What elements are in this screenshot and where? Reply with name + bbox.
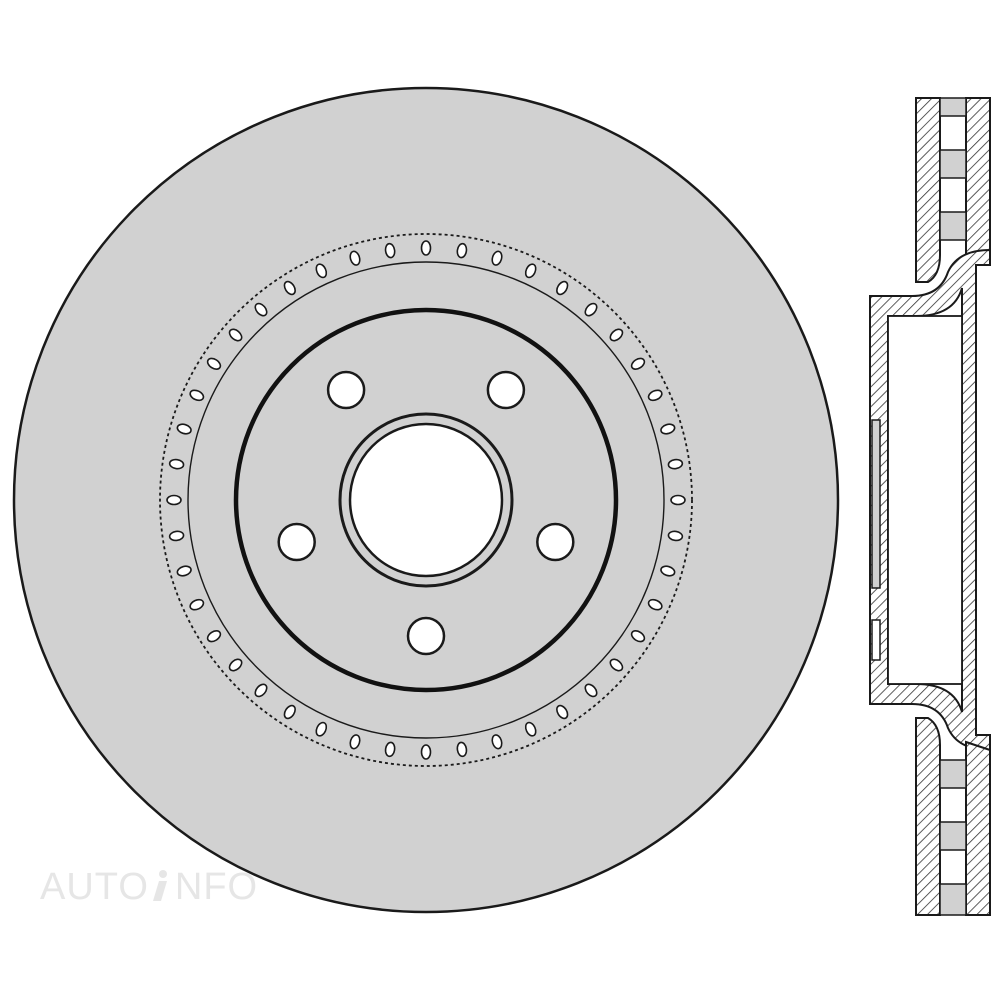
bolt-hole <box>536 522 575 562</box>
vent-notch <box>491 250 503 266</box>
vent-notch <box>189 598 205 611</box>
section-vane <box>939 821 967 851</box>
section-hub-step <box>871 619 881 661</box>
vent-notch <box>349 250 361 266</box>
vent-notch <box>584 683 598 698</box>
vent-ring-outer <box>159 233 693 767</box>
vent-notch <box>166 494 182 506</box>
center-bore-ring <box>338 412 514 588</box>
vent-notch <box>609 328 624 342</box>
vent-notch <box>228 658 243 672</box>
bolt-hole <box>277 522 316 562</box>
vent-notch <box>283 280 296 296</box>
vent-notch <box>206 357 222 370</box>
bolt-hole <box>486 370 526 410</box>
section-vane <box>939 97 967 117</box>
vent-notch <box>189 389 205 402</box>
bolt-hole <box>406 616 446 656</box>
vent-notch <box>168 458 185 470</box>
vent-notch <box>630 357 646 370</box>
vent-notch <box>315 263 328 279</box>
vent-notch <box>176 423 192 435</box>
vent-notch <box>254 302 268 317</box>
vent-notch <box>660 423 676 435</box>
section-vane <box>939 211 967 241</box>
vent-notches <box>166 240 686 760</box>
section-hub-step <box>871 419 881 589</box>
vent-notch <box>556 280 569 296</box>
rotor-cross-section <box>869 97 991 916</box>
vent-notch <box>609 658 624 672</box>
section-hat-bore <box>887 315 963 685</box>
vent-notch <box>168 530 185 542</box>
vent-notch <box>228 328 243 342</box>
vent-notch <box>176 565 192 577</box>
vent-notch <box>524 263 537 279</box>
bolt-hole <box>326 370 366 410</box>
vent-notch <box>556 704 569 720</box>
vent-notch <box>491 734 503 750</box>
vent-notch <box>384 242 396 259</box>
center-bore <box>348 422 504 578</box>
section-vane <box>939 759 967 789</box>
vent-notch <box>384 741 396 758</box>
vent-notch <box>667 458 684 470</box>
vent-notch <box>456 242 468 259</box>
vent-notch <box>630 630 646 643</box>
vent-notch <box>206 630 222 643</box>
vent-notch <box>647 598 663 611</box>
vent-notch <box>667 530 684 542</box>
vent-notch <box>420 744 432 760</box>
bolt-holes <box>277 370 575 656</box>
vent-notch <box>283 704 296 720</box>
vent-notch <box>647 389 663 402</box>
section-right-face-top <box>965 97 991 260</box>
vent-ring-inner <box>187 261 665 739</box>
vent-notch <box>349 734 361 750</box>
vent-notch <box>254 683 268 698</box>
vent-notch <box>584 302 598 317</box>
hat-outer-edge <box>233 307 619 693</box>
vent-notch <box>420 240 432 256</box>
section-vane <box>939 149 967 179</box>
vent-notch <box>670 494 686 506</box>
vent-notch <box>660 565 676 577</box>
section-vane <box>939 883 967 916</box>
vent-notch <box>315 721 328 737</box>
section-right-face-bottom <box>965 740 991 916</box>
section-left-face-bottom <box>915 717 941 916</box>
section-left-face-top <box>915 97 941 283</box>
vent-notch <box>524 721 537 737</box>
vent-notch <box>456 741 468 758</box>
